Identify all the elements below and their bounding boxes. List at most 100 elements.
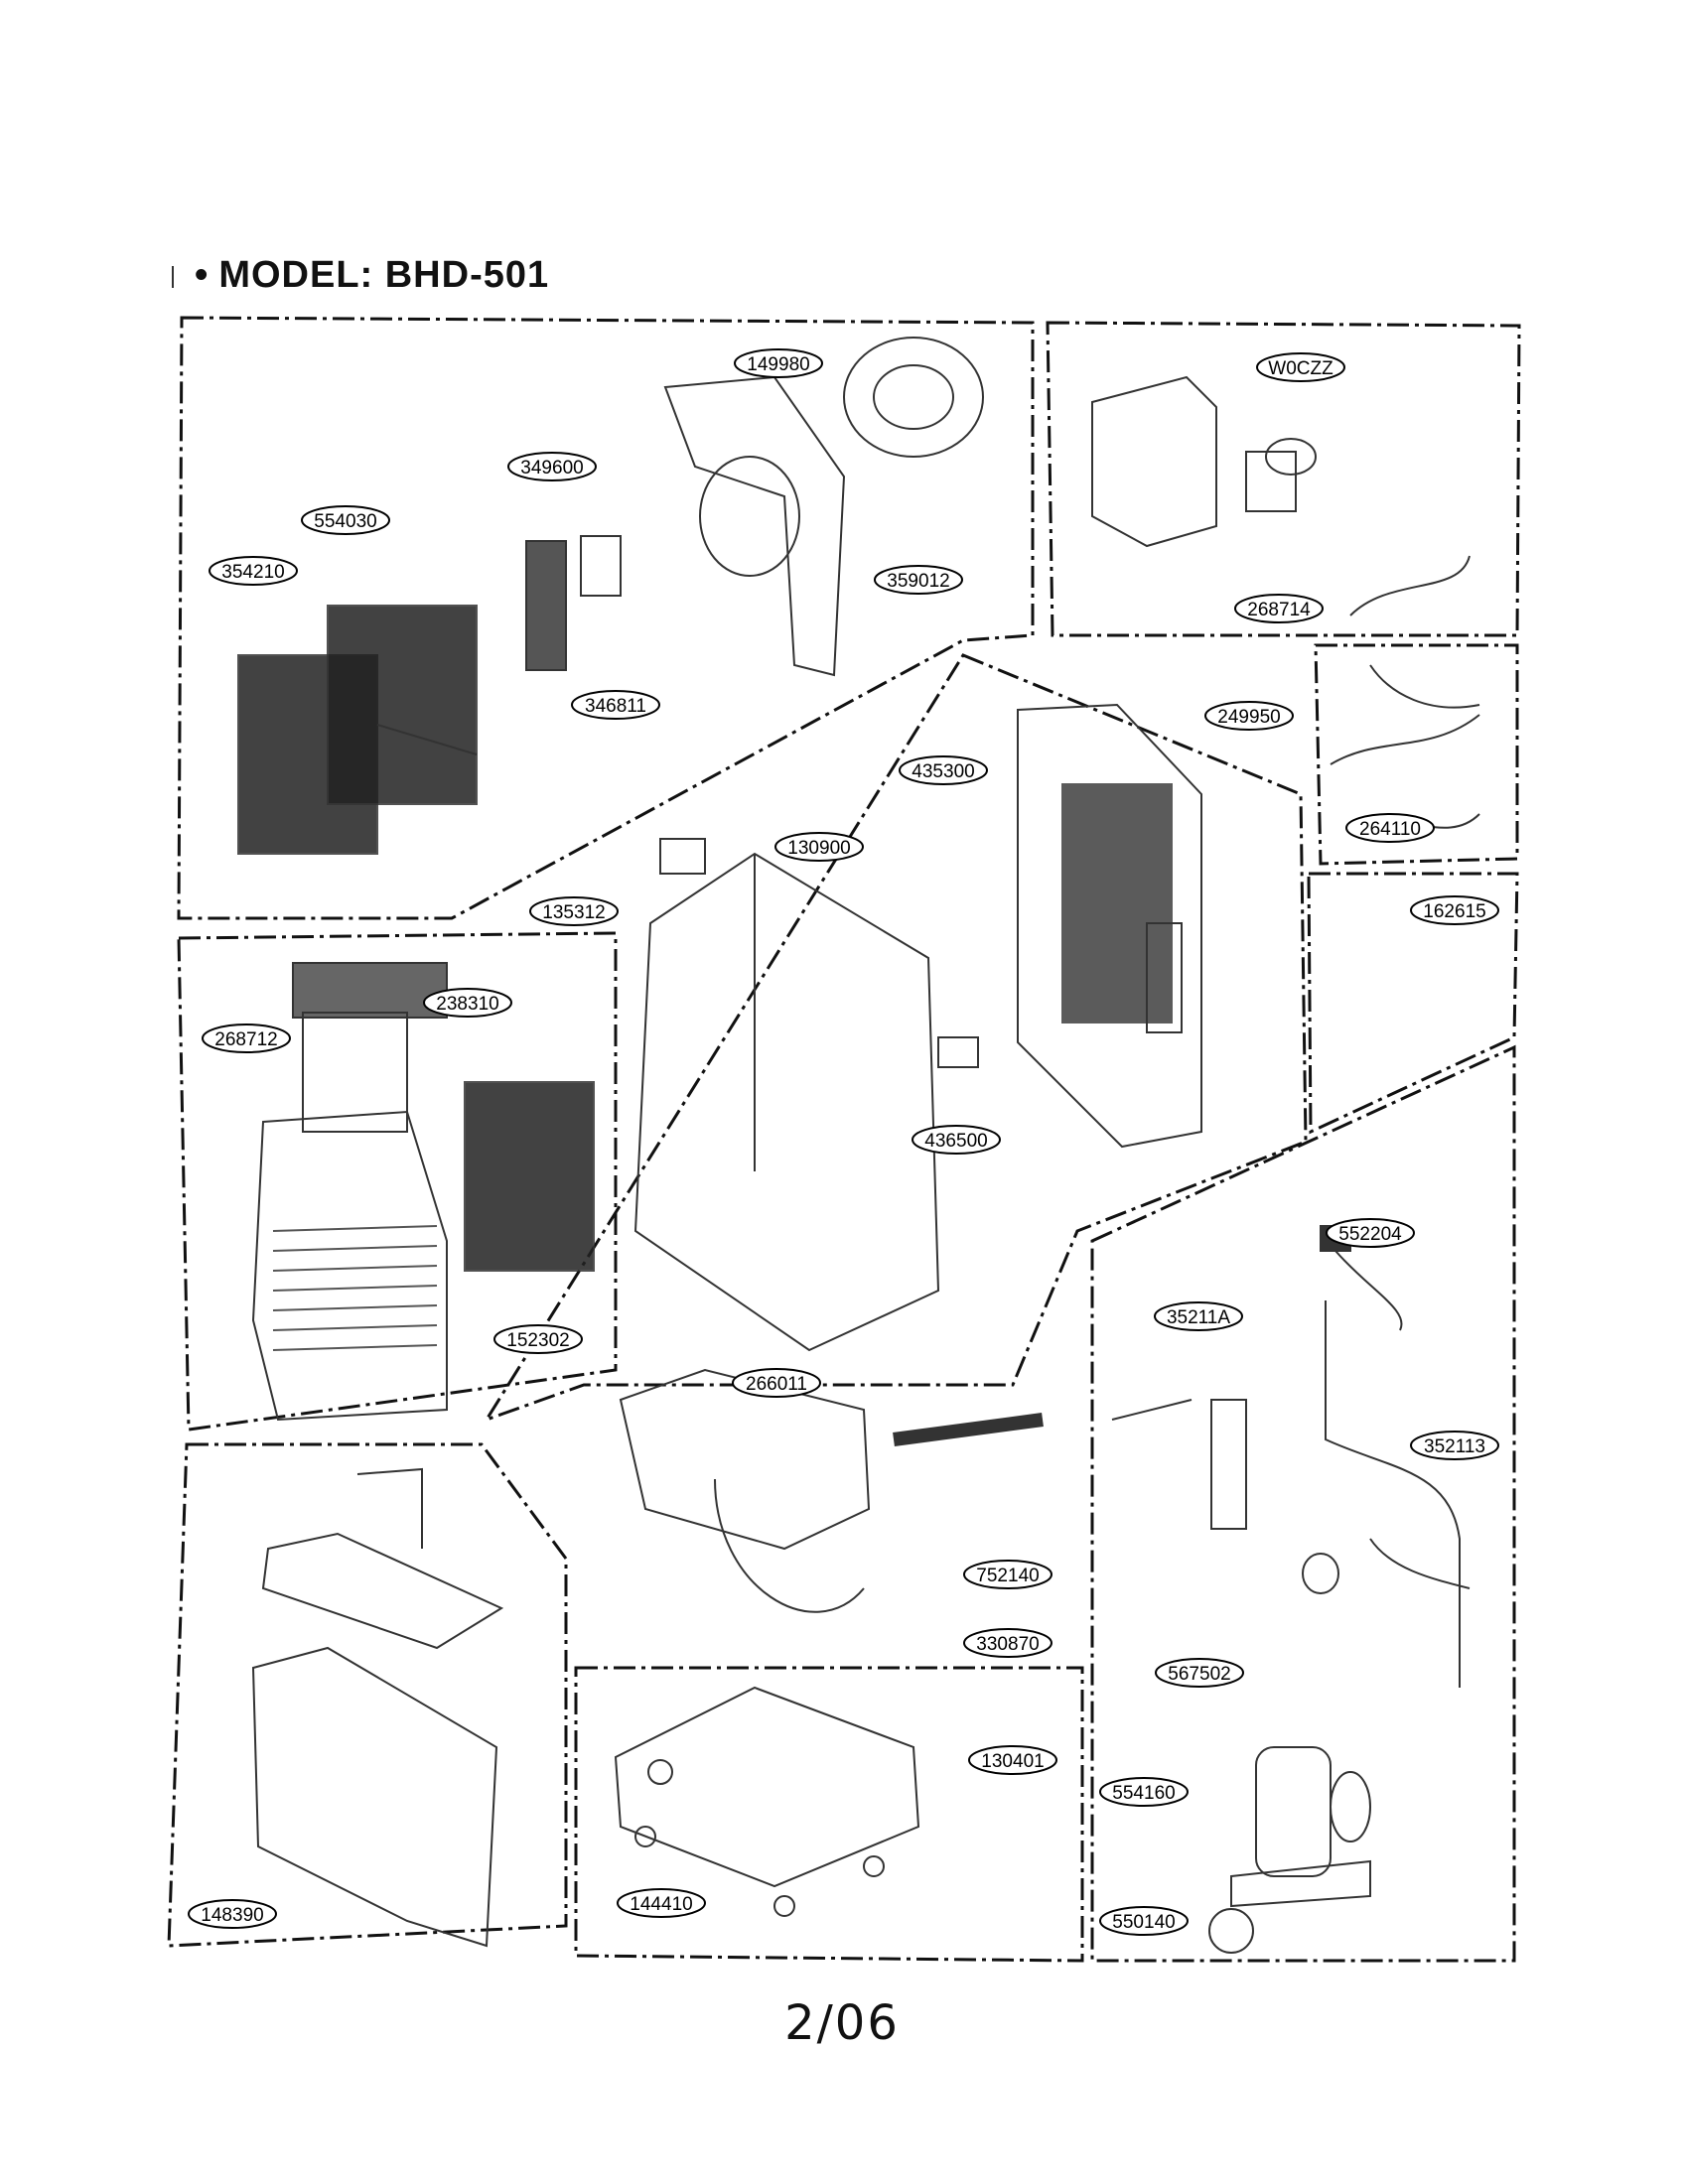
callout-346811: 346811 [571,690,660,720]
section-harness [1314,643,1519,866]
blower-housing-icon [663,375,846,677]
callout-359012: 359012 [874,565,963,595]
callout-130401: 130401 [968,1745,1057,1775]
callout-label: 144410 [630,1894,692,1915]
callout-label: 249950 [1217,707,1280,728]
callout-354210: 354210 [209,556,298,586]
callout-238310: 238310 [423,988,512,1018]
callout-oval [1155,1658,1244,1688]
callout-349600: 349600 [507,452,597,481]
callout-oval [1099,1906,1189,1936]
callout-oval [1345,813,1435,843]
cabinet-icon [633,838,979,1352]
callout-oval [493,1324,583,1354]
callout-label: 567502 [1168,1664,1230,1685]
callout-554160: 554160 [1099,1777,1189,1807]
callout-oval [1410,1431,1499,1460]
callout-label: 349600 [520,458,583,478]
callout-label: 554030 [314,511,376,532]
callout-oval [963,1560,1052,1589]
callout-554030: 554030 [301,505,390,535]
model-title-text: MODEL: BHD-501 [218,254,550,296]
drain-hose-icon [1369,664,1480,709]
title-bullet: • [195,254,210,296]
callout-oval [209,556,298,586]
callout-oval [301,505,390,535]
callout-oval [1326,1218,1415,1248]
callout-label: 268714 [1247,600,1311,620]
callout-148390: 148390 [188,1899,277,1929]
callout-144410: 144410 [617,1888,706,1918]
model-title: •MODEL: BHD-501 [195,254,549,297]
drain-pan-icon [619,1368,1044,1613]
callout-label: 435300 [912,761,974,782]
callout-label: 752140 [976,1566,1039,1586]
callout-268714: 268714 [1234,594,1324,623]
callout-label: 266011 [746,1374,807,1395]
refrigerant-tubing-icon [1111,1300,1471,1688]
margin-tick [172,266,174,288]
callout-W0CZZ: W0CZZ [1256,352,1345,382]
callout-oval [507,452,597,481]
fan-motor-icon [525,535,622,671]
callout-567502: 567502 [1155,1658,1244,1688]
callout-label: 238310 [436,994,498,1015]
water-bucket-icon [251,1467,504,1948]
condenser-coil-icon [237,605,478,855]
section-base [574,1666,1084,1963]
callout-oval [202,1024,291,1053]
callout-label: 554160 [1112,1783,1175,1804]
callout-label: 149980 [747,354,809,375]
callout-label: 130900 [787,838,850,859]
callout-oval [1099,1777,1189,1807]
callout-550140: 550140 [1099,1906,1189,1936]
callout-552204: 552204 [1326,1218,1415,1248]
callout-35211A: 35211A [1154,1301,1243,1331]
section-front-panel [177,931,618,1432]
callout-label: 354210 [221,562,284,583]
callout-label: 346811 [585,696,646,717]
callout-oval [529,896,619,926]
callout-oval [1410,895,1499,925]
callout-130900: 130900 [774,832,864,862]
callout-label: 130401 [981,1751,1044,1772]
section-top-right [1046,321,1521,637]
section-top-left [177,316,1035,920]
control-box-icon [1091,375,1317,548]
callout-oval [912,1125,1001,1155]
callout-436500: 436500 [912,1125,1001,1155]
callout-oval [617,1888,706,1918]
page-number: 2/06 [784,1995,900,2051]
section-bucket [167,1442,568,1948]
callout-oval [188,1899,277,1929]
callout-752140: 752140 [963,1560,1052,1589]
callout-268712: 268712 [202,1024,291,1053]
callout-label: 436500 [924,1131,987,1152]
callout-label: 352113 [1424,1436,1485,1457]
callout-oval [899,755,988,785]
callout-label: 330870 [976,1634,1039,1655]
callout-oval [571,690,660,720]
callout-label: 552204 [1338,1224,1402,1245]
callout-162615: 162615 [1410,895,1499,925]
air-filter-icon [464,1081,595,1272]
part-illustrations [237,337,1480,1954]
section-cabinet [483,653,1308,1423]
callout-oval [1256,352,1345,382]
callout-135312: 135312 [529,896,619,926]
callout-label: 35211A [1167,1307,1230,1328]
callout-oval [874,565,963,595]
section-borders [167,316,1521,1963]
fan-icon [843,337,984,458]
callout-oval [734,348,823,378]
callout-oval [774,832,864,862]
callout-label: 148390 [201,1905,263,1926]
callout-oval [1204,701,1294,731]
callout-264110: 264110 [1345,813,1435,843]
callout-label: 152302 [506,1330,569,1351]
callout-149980: 149980 [734,348,823,378]
callout-352113: 352113 [1410,1431,1499,1460]
compressor-icon [1208,1746,1371,1954]
callout-label: 264110 [1359,819,1421,840]
